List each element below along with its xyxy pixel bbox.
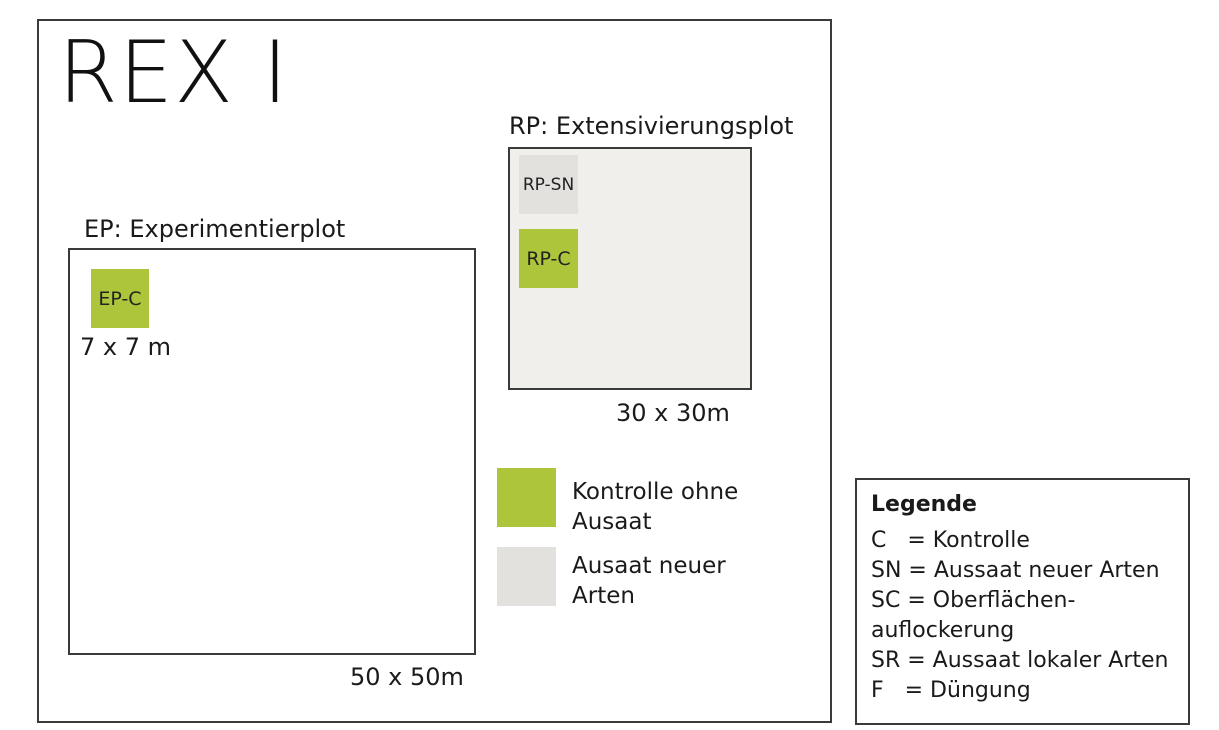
legend-line: C = Kontrolle	[871, 528, 1030, 554]
rex-frame	[37, 19, 832, 723]
legend-line: SR = Aussaat lokaler Arten	[871, 648, 1169, 674]
ep-c-size: 7 x 7 m	[80, 333, 172, 361]
swatch-control	[497, 468, 556, 527]
legend-line: auflockerung	[871, 618, 1015, 644]
rp-sn-subplot: RP-SN	[519, 155, 578, 214]
rp-label: RP: Extensivierungsplot	[509, 112, 794, 140]
rp-size: 30 x 30m	[616, 399, 730, 427]
swatch-new-species	[497, 547, 556, 606]
ep-label: EP: Experimentierplot	[84, 215, 346, 243]
ep-size: 50 x 50m	[350, 663, 464, 691]
legend-line: F = Düngung	[871, 678, 1031, 704]
swatch-new-species-label: Ausaat neuer Arten	[572, 553, 726, 609]
legend-title: Legende	[871, 492, 977, 517]
rp-c-subplot: RP-C	[519, 229, 578, 288]
legend: Legende C = Kontrolle SN = Aussaat neuer…	[855, 478, 1190, 725]
legend-line: SN = Aussaat neuer Arten	[871, 558, 1160, 584]
legend-line: SC = Oberflächen-	[871, 588, 1076, 614]
swatch-control-label: Kontrolle ohne Ausaat	[572, 479, 739, 535]
ep-c-subplot: EP-C	[91, 269, 149, 328]
diagram-title: REX I	[58, 23, 289, 123]
